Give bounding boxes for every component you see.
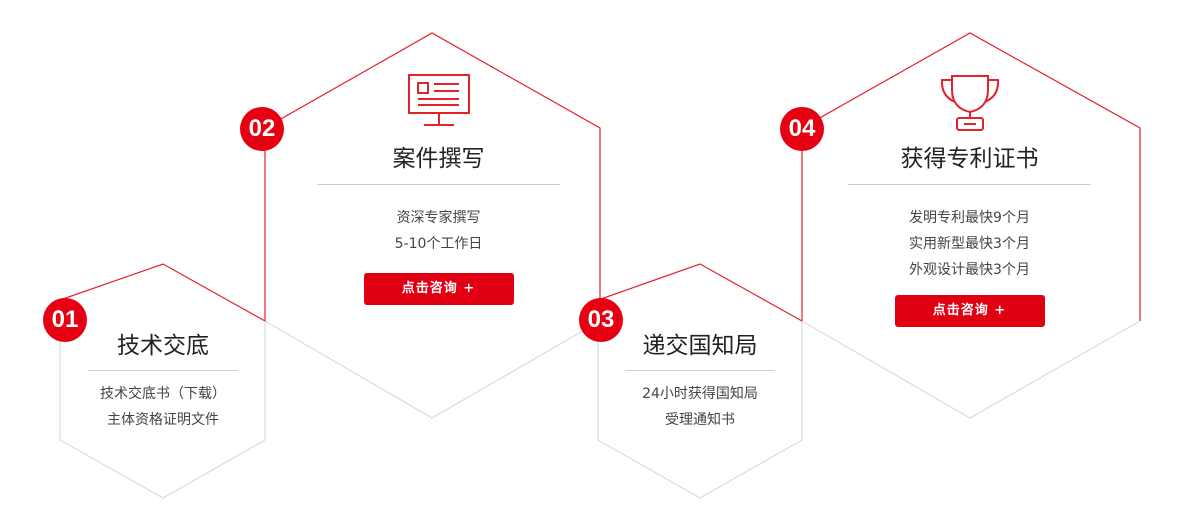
hex-4-gray-outline (801, 320, 1141, 419)
step-4-number-badge: 04 (780, 107, 824, 151)
step-3-divider (625, 370, 775, 371)
step-3-number-badge: 03 (579, 298, 623, 342)
step-1-number-badge: 01 (43, 298, 87, 342)
step-4-line-1: 发明专利最快9个月 (909, 210, 1030, 226)
step-2-title: 案件撰写 (392, 146, 485, 172)
hex-4-red-outline (801, 32, 1141, 321)
hex-3-red-outline (597, 263, 803, 322)
step-4-title: 获得专利证书 (900, 146, 1039, 172)
step-3-title: 递交国知局 (642, 333, 758, 359)
step-1-divider (88, 370, 238, 371)
step-2-line-2: 5-10个工作日 (394, 236, 483, 252)
hex-3-gray-outline (597, 300, 803, 499)
step-4-line-3: 外观设计最快3个月 (909, 262, 1030, 278)
step-3-card: 递交国知局 24小时获得国知局 受理通知书 (625, 331, 775, 433)
step-4-card: 获得专利证书 发明专利最快9个月 实用新型最快3个月 外观设计最快3个月 点击咨… (848, 72, 1091, 327)
step-3-line-1: 24小时获得国知局 (642, 386, 758, 402)
step-1-title: 技术交底 (117, 333, 209, 359)
hex-1-red-outline (59, 263, 266, 322)
computer-monitor-icon (407, 74, 470, 126)
step-1-line-2: 主体资格证明文件 (107, 412, 219, 428)
step-2-consult-button[interactable]: 点击咨询 + (363, 273, 514, 305)
step-2-number-badge: 02 (240, 107, 284, 151)
step-4-line-2: 实用新型最快3个月 (909, 236, 1030, 252)
step-4-consult-button[interactable]: 点击咨询 + (894, 295, 1045, 327)
step-2-line-1: 资深专家撰写 (396, 210, 481, 226)
step-1-card: 技术交底 技术交底书（下载） 主体资格证明文件 (88, 331, 238, 433)
step-2-divider (317, 184, 560, 185)
step-2-card: 案件撰写 资深专家撰写 5-10个工作日 点击咨询 + (317, 72, 560, 305)
step-4-divider (848, 184, 1091, 185)
step-3-line-2: 受理通知书 (665, 412, 735, 428)
hex-1-gray-outline (59, 300, 266, 499)
hex-2-red-outline (264, 32, 601, 321)
step-1-line-1: 技术交底书（下载） (100, 386, 226, 402)
trophy-icon (940, 75, 999, 131)
hex-2-gray-outline (264, 320, 601, 419)
